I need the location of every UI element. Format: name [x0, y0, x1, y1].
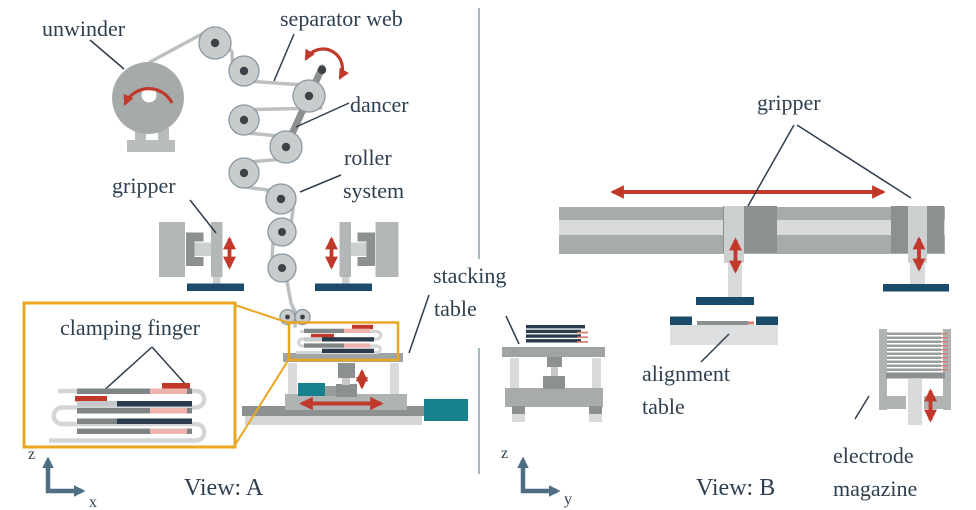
roller — [228, 157, 260, 189]
clamping-finger — [162, 383, 190, 389]
label-gripper-a: gripper — [112, 173, 176, 198]
label-alignment-table-1: alignment — [642, 361, 730, 386]
view-a-title: View: A — [184, 475, 264, 501]
label-clamping-finger: clamping finger — [60, 315, 200, 340]
axes-b — [517, 456, 561, 497]
view-a-drawing — [22, 26, 520, 497]
gripper-foot — [696, 297, 754, 305]
alignment-table — [670, 316, 778, 345]
label-roller-system-1: roller — [344, 145, 392, 170]
stacked-cell — [526, 325, 588, 343]
gripper-foot — [187, 283, 244, 291]
label-roller-system-2: system — [343, 178, 405, 203]
clamping-finger — [352, 324, 373, 330]
axis-label-z-a: z — [28, 446, 36, 463]
drive-motor — [424, 399, 468, 421]
label-gripper-b: gripper — [757, 90, 821, 115]
roller — [228, 104, 260, 136]
axis-label-z-b: z — [501, 445, 509, 462]
view-b-drawing — [502, 124, 951, 497]
zoom-highlight — [234, 304, 400, 446]
unwinder — [112, 62, 184, 152]
label-unwinder: unwinder — [42, 16, 126, 41]
rotation-arrow — [123, 87, 174, 106]
teal-actuator — [298, 383, 325, 396]
label-dancer: dancer — [350, 92, 409, 117]
gripper-carriage-2 — [883, 206, 949, 292]
gripper-carriage-1 — [696, 206, 777, 305]
axis-label-x: x — [89, 494, 97, 510]
roller-system — [198, 26, 326, 326]
stacking-table — [242, 353, 468, 425]
dancer-roller — [269, 130, 303, 164]
roller — [267, 217, 297, 247]
gripper-left — [159, 222, 244, 291]
rocking-arrow — [304, 47, 349, 80]
label-stacking-table-2: table — [434, 296, 477, 321]
leader-lines-b — [700, 124, 912, 420]
label-stacking-table-1: stacking — [433, 263, 507, 288]
label-alignment-table-2: table — [642, 394, 685, 419]
electrode-sheets — [887, 332, 948, 371]
clamping-finger-inset — [22, 301, 237, 449]
roller — [198, 26, 232, 60]
label-electrode-magazine-1: electrode — [833, 443, 914, 468]
gripper-right — [315, 222, 399, 291]
cell-stack — [296, 324, 383, 355]
label-electrode-magazine-2: magazine — [833, 476, 918, 501]
roller — [228, 55, 260, 87]
leader-lines-a — [89, 33, 520, 354]
axis-label-y: y — [564, 491, 572, 508]
axes-a — [42, 456, 86, 497]
label-separator-web: separator web — [280, 6, 403, 31]
roller — [267, 253, 297, 283]
clamping-finger — [75, 396, 107, 402]
stacking-table-side — [502, 325, 605, 422]
clamping-finger — [311, 333, 334, 339]
electrode-magazine — [879, 329, 951, 425]
gripper-foot — [883, 284, 949, 292]
dancer-roller — [292, 79, 326, 113]
view-b-title: View: B — [696, 475, 776, 501]
guide-roller — [294, 308, 311, 326]
roller — [265, 183, 297, 215]
gripper-foot — [315, 283, 372, 291]
